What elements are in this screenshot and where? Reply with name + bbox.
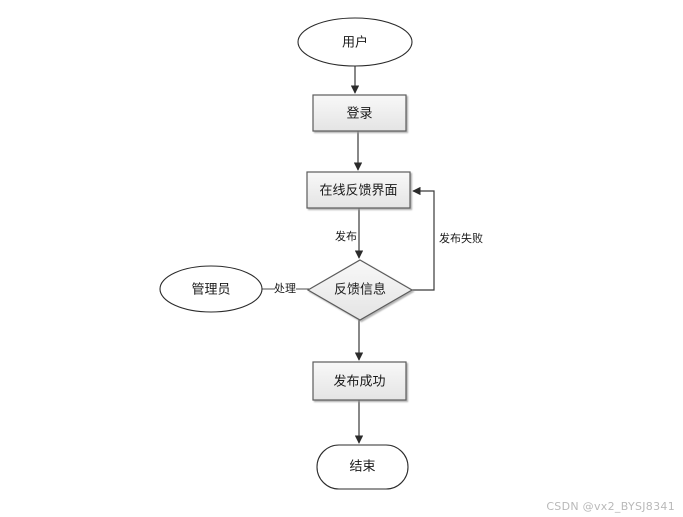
node-user[interactable]: 用户 [297,17,413,67]
edge-label-publish-failed: 发布失败 [439,231,483,245]
node-end-shape [316,444,409,490]
node-publish-success-shape [312,361,407,401]
node-decision-feedback-info-shape [306,259,414,321]
node-admin[interactable]: 管理员 [159,265,263,313]
node-login[interactable]: 登录 [312,94,407,132]
node-user-shape [297,17,413,67]
edge-label-process: 处理 [274,282,296,295]
node-end-label: 结束 [349,460,375,475]
node-end[interactable]: 结束 [316,444,409,490]
edge-label-publish: 发布 [335,229,357,243]
node-login-label: 登录 [346,107,372,122]
node-publish-success-label: 发布成功 [333,374,385,390]
node-decision-feedback-info-label: 反馈信息 [334,282,386,298]
node-decision-feedback-info[interactable]: 反馈信息 [306,259,414,321]
node-feedback-interface[interactable]: 在线反馈界面 [306,171,411,209]
csdn-watermark: CSDN @vx2_BYSJ8341 [546,500,675,513]
node-publish-success[interactable]: 发布成功 [312,361,407,401]
node-feedback-interface-shape [306,171,411,209]
edge-decision-to-feedback-loop [412,186,435,291]
node-login-shape [312,94,407,132]
node-feedback-interface-label: 在线反馈界面 [319,184,397,199]
node-admin-label: 管理员 [191,283,230,298]
node-user-label: 用户 [342,35,368,51]
node-admin-shape [159,265,263,313]
